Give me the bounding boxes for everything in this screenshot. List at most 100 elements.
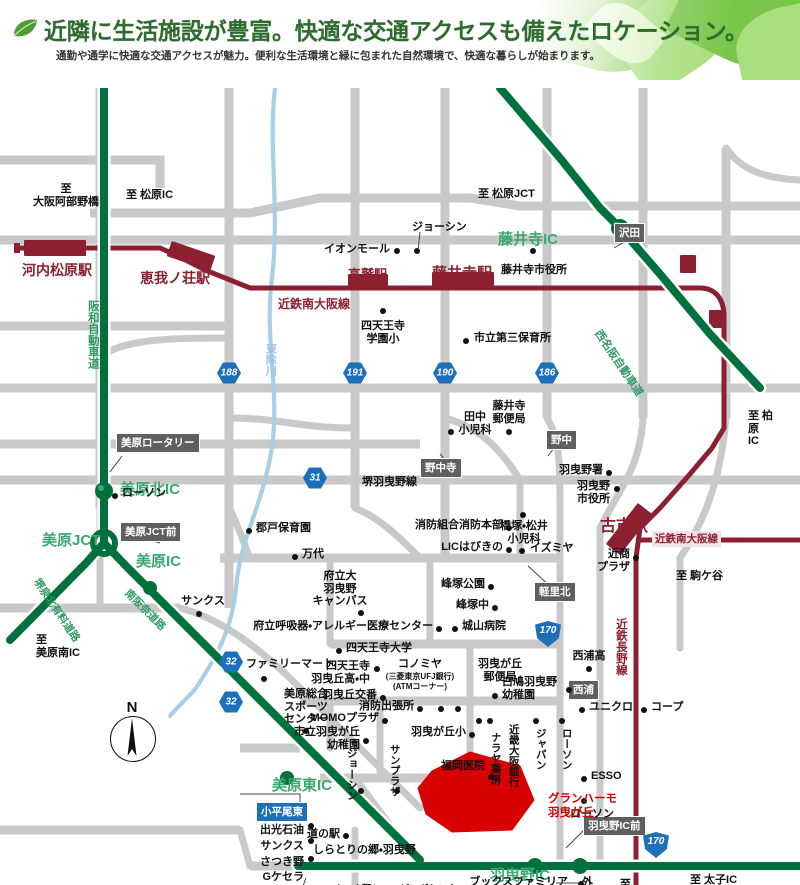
property-name-line2: 羽曳が丘 [548, 806, 594, 819]
river-name-higashiyoke: 東除川 [264, 343, 277, 376]
poi-naraya-pharmacy: ナラヤ薬房 [489, 732, 502, 785]
direction-label: 至美原南IC [36, 634, 80, 659]
direction-label: 至 松原IC [126, 189, 174, 201]
direction-label: 至 駒ケ谷 [676, 570, 724, 582]
interchange-label-mihara-jct: 美原JCT [42, 532, 101, 549]
property-polygon [417, 751, 535, 833]
map-vector-layer [0, 88, 800, 885]
route-badge-188: 188 [217, 362, 241, 384]
poi-shitennoji-habikigaoka-hs: 四天王寺羽曳丘高・中 [311, 660, 370, 685]
poi-habikigaoka-police-box: 羽曳丘交番 [322, 689, 377, 701]
interchange-label-mihara-kita-ic: 美原北IC [120, 481, 181, 498]
intersection-nishiura[interactable]: 西浦 [568, 680, 599, 700]
poi-dot [586, 666, 592, 672]
poi-dot [520, 512, 526, 518]
poi-shiroyama-hospital: 城山病院 [462, 620, 506, 632]
poi-kohrido-nursery: 郡戸保育園 [256, 522, 311, 534]
interchange-label-fujiidera-ic: 藤井寺IC [498, 231, 559, 248]
poi-fujiidera-post-office: 藤井寺郵便局 [492, 400, 526, 425]
page-subtitle: 通勤や通学に快適な交通アクセスが魅力。便利な生活環境と緑に包まれた自然環境で、快… [56, 50, 601, 62]
intersection-kobirao-higashi[interactable]: 小平尾東 [256, 802, 308, 822]
poi-dot [417, 706, 423, 712]
road-name-sakai-habikino: 堺羽曳野線 [362, 476, 417, 488]
poi-dot [579, 707, 585, 713]
poi-michi-no-eki: 道の駅 [307, 828, 340, 840]
poi-dot [566, 687, 572, 693]
poi-tanaka-pediatrics: 田中小児科 [458, 411, 492, 436]
poi-idemitsu-oil: 出光石油 [260, 824, 304, 836]
poi-dot [488, 774, 494, 780]
poi-shirahato-habikino-kindergarten: 白鳩羽曳野幼稚園 [502, 676, 557, 701]
poi-satsukino-g-kesera-2: Gケセラ [262, 871, 304, 883]
poi-sun-plaza-1: サンプラザ [388, 744, 401, 797]
poi-lic-habikino: LICはびきの [441, 541, 503, 553]
route-badge-31: 31 [303, 467, 327, 489]
poi-prefectural-univ-habikino-campus: 府立大羽曳野キャンパス [312, 570, 368, 608]
poi-joshin-2: ジョーシン [345, 748, 358, 801]
poi-konomiya: コノミヤ [398, 658, 442, 670]
poi-dot [363, 738, 369, 744]
route-badge-32-a: 32 [219, 651, 243, 673]
poi-dot [488, 584, 494, 590]
poi-dot [519, 548, 525, 554]
direction-label: 至 太子IC [690, 874, 738, 885]
poi-mihara-sports-center: 美原総合スポーツセンター [284, 688, 328, 726]
poi-kinki-osaka-bank: 近畿大阪銀行 [507, 724, 520, 787]
intersection-nonakadera[interactable]: 野中寺 [420, 458, 462, 478]
poi-dot [492, 605, 498, 611]
station-label-eganosho: 恵我ノ荘駅 [140, 270, 210, 286]
poi-izumiya: イズミヤ [530, 542, 574, 554]
poi-shitennoji-gakuen-elementary: 四天王寺学園小 [361, 320, 405, 345]
poi-dot [492, 693, 498, 699]
interchange-label-mihara-higashi-ic: 美原東IC [272, 777, 333, 794]
poi-dot [414, 248, 420, 254]
poi-dot [448, 429, 454, 435]
poi-minezuka-park: 峰塚公園 [441, 578, 485, 590]
poi-dot [606, 470, 612, 476]
poi-dot [506, 547, 512, 553]
direction-label: 至 松原JCT [478, 188, 535, 200]
intersection-nonaka[interactable]: 野中 [546, 430, 577, 450]
station-label-takawashi: 高鷲駅 [348, 267, 388, 282]
poi-dot [469, 732, 475, 738]
leaf-icon [14, 19, 37, 37]
station-label-kawachimatsubara: 河内松原駅 [22, 262, 92, 278]
route-badge-170-b: 170 [643, 832, 669, 858]
poi-dot [380, 308, 386, 314]
intersection-habikino-ic-mae[interactable]: 羽曳野IC前 [583, 816, 646, 836]
interchange-label-mihara-ic: 美原IC [136, 553, 182, 570]
poi-dot [578, 881, 584, 885]
leaf-photo-decoration [440, 0, 800, 80]
poi-dot [394, 788, 400, 794]
poi-dot [455, 706, 461, 712]
poi-mandai: 万代 [302, 548, 324, 560]
poi-dot [530, 248, 536, 254]
poi-dot [308, 823, 314, 829]
poi-dot [308, 838, 314, 844]
interchange-label-habikino-ic: 羽曳野IC [490, 867, 551, 884]
railway-name-kintetsu-nagano: 近鉄長野線 [614, 618, 627, 676]
intersection-sawada[interactable]: 沢田 [614, 223, 645, 243]
poi-dot [394, 248, 400, 254]
poi-respiratory-allergy-center: 府立呼吸器・アレルギー医療センター [253, 620, 433, 632]
poi-lawson-1: ローソン [122, 487, 166, 499]
poi-habikigaoka-post-office: 羽曳が丘郵便局 [478, 658, 522, 683]
poi-dot [358, 610, 364, 616]
intersection-karusato-kita[interactable]: 軽里北 [534, 582, 576, 602]
poi-dot [506, 525, 512, 531]
poi-dot [614, 486, 620, 492]
compass-north-label: N [126, 699, 138, 716]
poi-lawson-3: ローソン [570, 808, 614, 820]
header-topbar [0, 0, 800, 3]
intersection-mihara-rotary[interactable]: 美原ロータリー [116, 433, 200, 453]
poi-fire-dept-hq: 消防組合消防本部 [415, 519, 503, 531]
route-badge-170-a: 170 [535, 621, 561, 647]
poi-dot [438, 706, 444, 712]
poi-habikino-city-hall: 羽曳野市役所 [577, 480, 610, 505]
poi-municipal-third-nursery: 市立第三保育所 [474, 332, 551, 344]
poi-esso: ESSO [591, 770, 622, 782]
poi-nishiura-high: 西浦高 [572, 650, 606, 662]
intersection-mihara-jct-mae[interactable]: 美原JCT前 [120, 522, 182, 542]
poi-japan-store: ジャパン [534, 728, 547, 770]
